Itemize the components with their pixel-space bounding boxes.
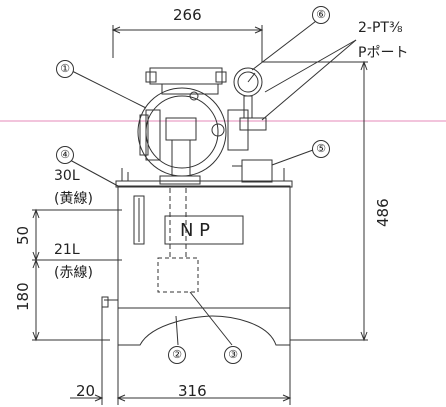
- callout-4: ④: [56, 146, 74, 164]
- nameplate-text: N P: [180, 220, 211, 241]
- callout-5: ⑤: [312, 140, 330, 158]
- dimension-lower-height: 180: [14, 282, 32, 311]
- level-low-label: 21L: [54, 242, 80, 258]
- callout-1: ①: [56, 60, 74, 78]
- callout-6: ⑥: [312, 6, 330, 24]
- level-high-label: 30L: [54, 168, 80, 184]
- dimension-top-width: 266: [173, 6, 202, 24]
- level-high-note: (黄線): [54, 191, 93, 207]
- port-size-label: 2-PT⅜: [358, 20, 403, 36]
- level-low-note: (赤線): [54, 265, 93, 281]
- callout-3: ③: [224, 346, 242, 364]
- dimension-base-width: 316: [178, 382, 207, 400]
- dimension-overall-height: 486: [374, 198, 392, 227]
- callout-2: ②: [168, 346, 186, 364]
- dimension-level-gap: 50: [14, 225, 32, 245]
- dimension-left-offset: 20: [76, 382, 96, 400]
- port-name-label: Pポート: [358, 45, 409, 61]
